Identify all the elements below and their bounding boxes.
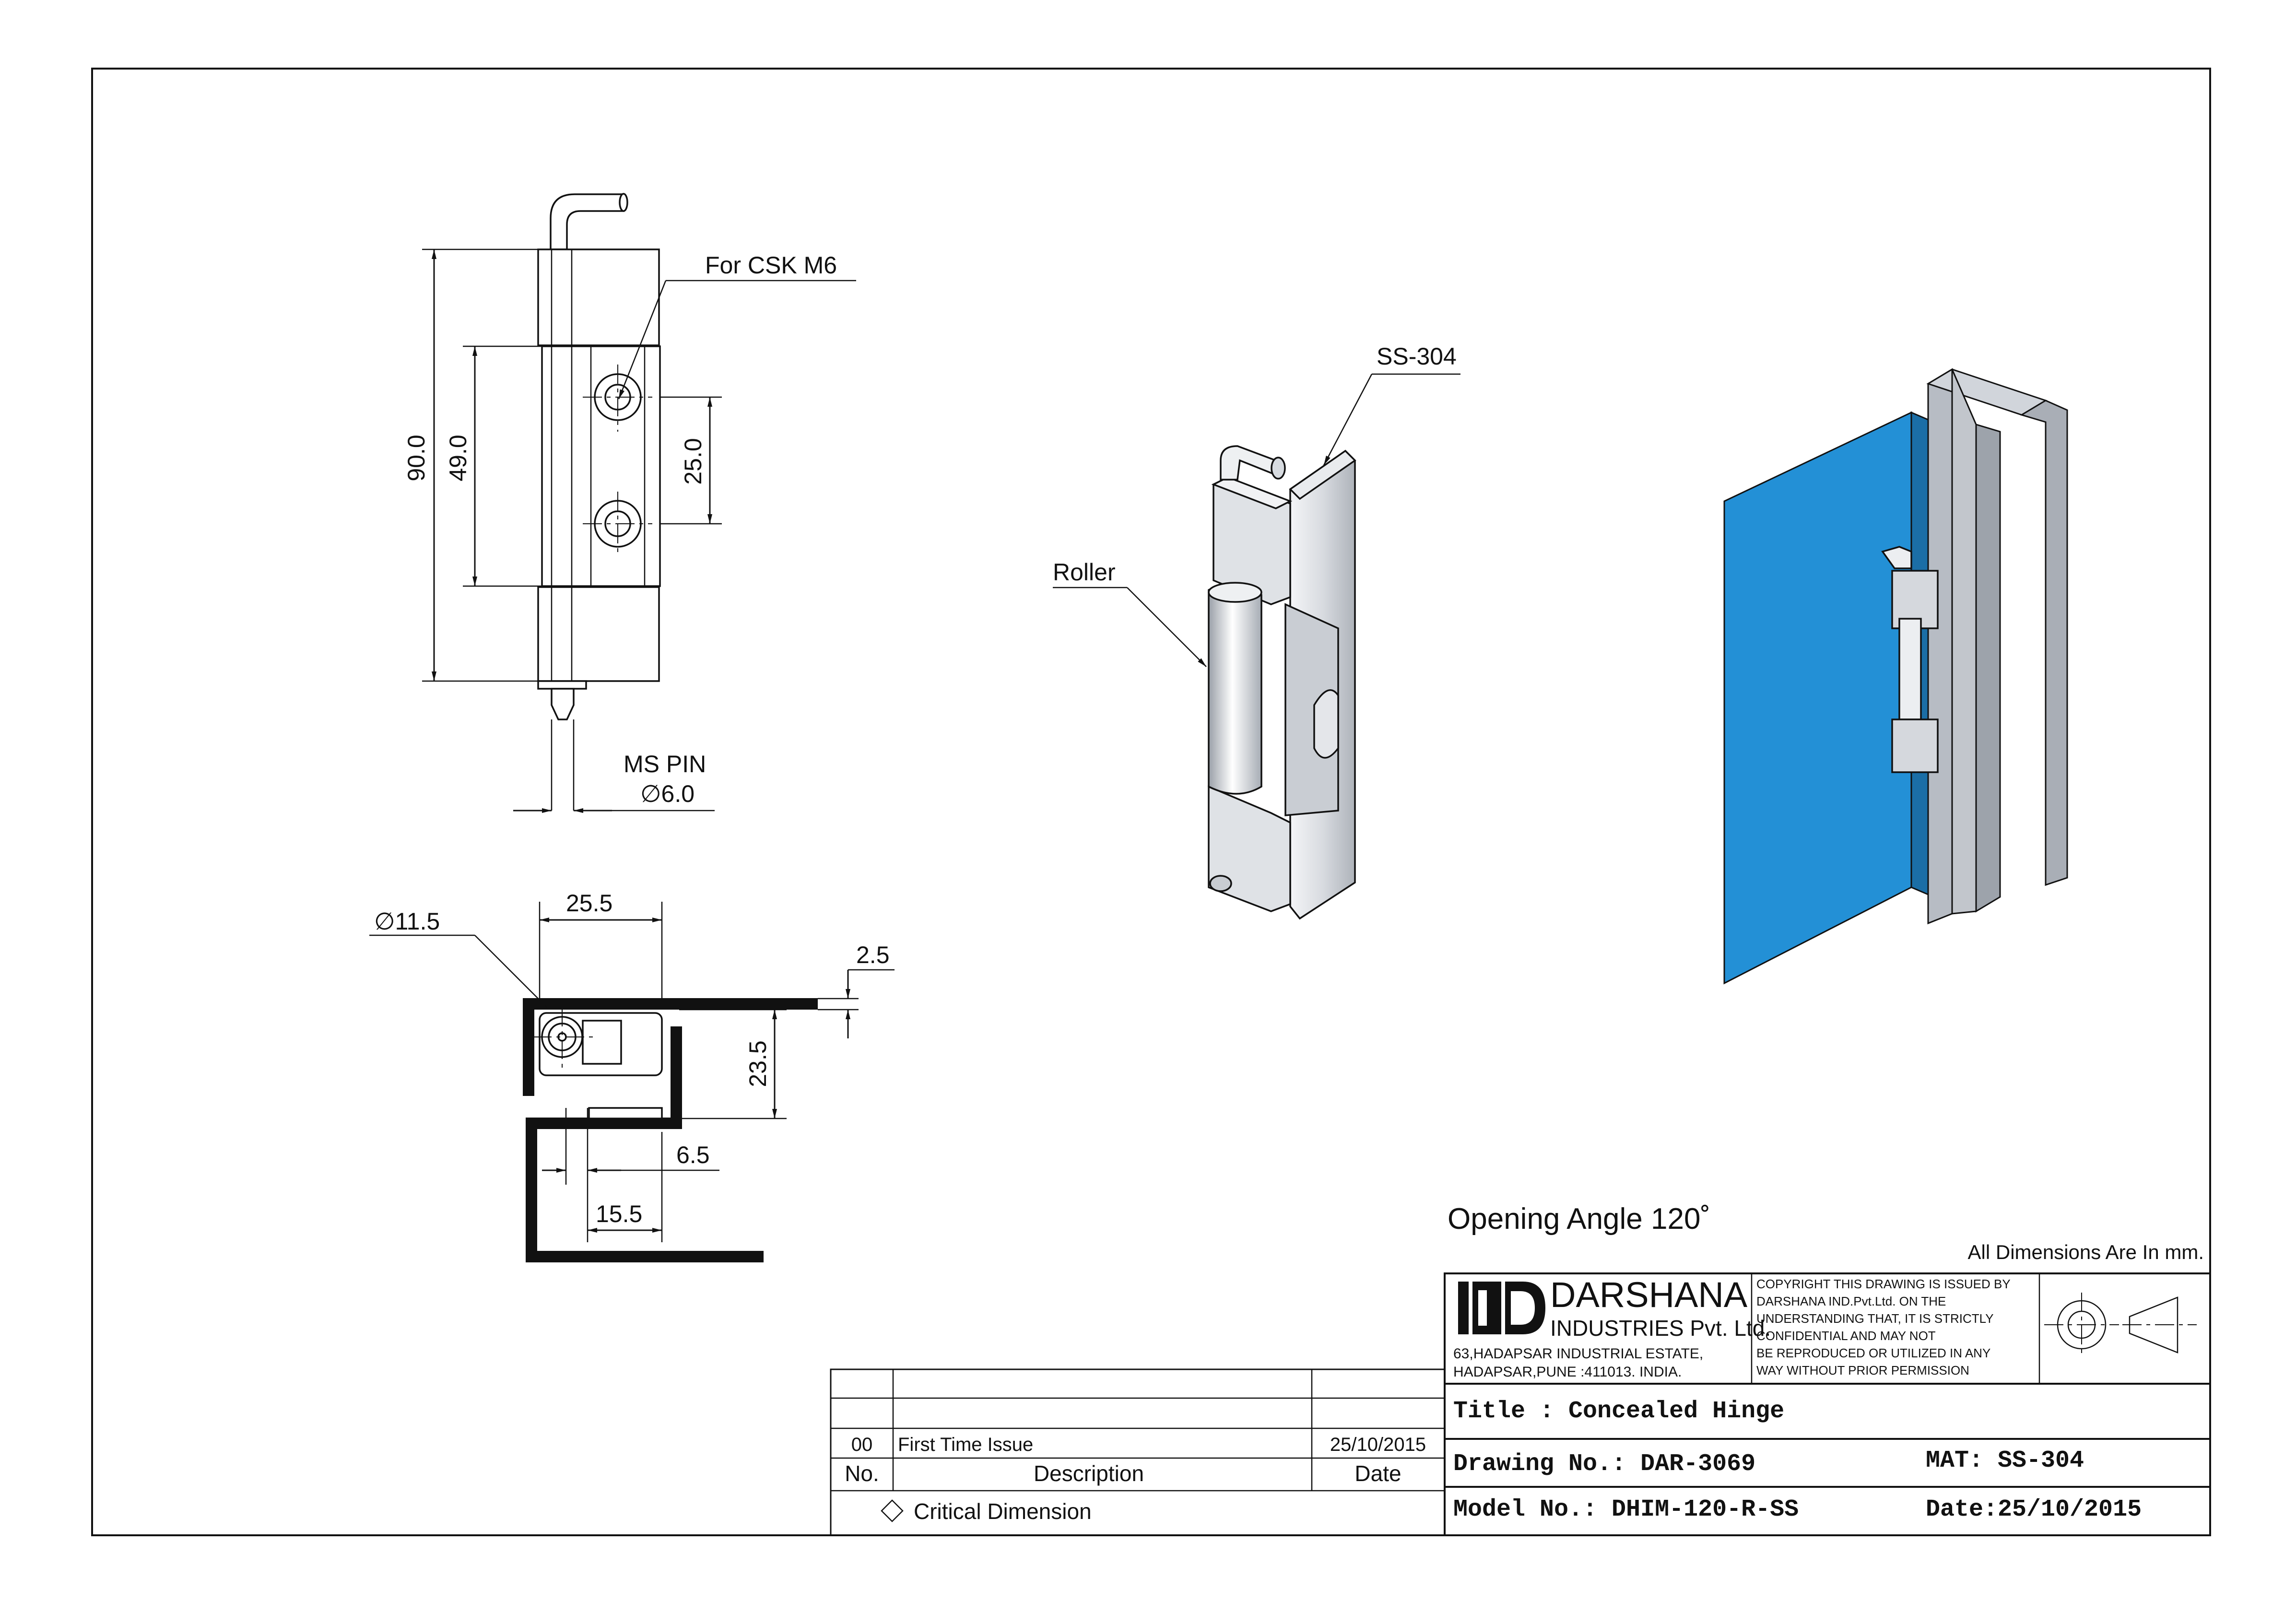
dim-15-5: 15.5 [596, 1201, 642, 1227]
revision-table [830, 1368, 1446, 1536]
revision-date-00: 25/10/2015 [1330, 1434, 1426, 1455]
revision-no-00: 00 [851, 1434, 873, 1455]
dim-25: 25.0 [680, 438, 706, 484]
dim-6-5: 6.5 [676, 1142, 710, 1168]
company-name: DARSHANA [1550, 1275, 1748, 1315]
csk-hole-upper [583, 365, 652, 432]
pin-bend [550, 193, 624, 250]
pin-tip [551, 688, 575, 720]
copyright-line-6: WAY WITHOUT PRIOR PERMISSION [1756, 1363, 1969, 1377]
assembly-view [1723, 368, 2068, 985]
critical-dimension-note: Critical Dimension [914, 1499, 1092, 1524]
drawing-number: Drawing No.: DAR-3069 [1453, 1450, 1755, 1478]
header-description: Description [1034, 1461, 1144, 1486]
front-view [422, 193, 856, 813]
third-angle-projection-icon [2044, 1293, 2197, 1357]
company-logo [1458, 1282, 1545, 1334]
glass-panel [1723, 411, 1912, 985]
copyright-line-2: DARSHANA IND.Pvt.Ltd. ON THE [1756, 1294, 1946, 1308]
copyright-line-1: COPYRIGHT THIS DRAWING IS ISSUED BY [1756, 1277, 2011, 1291]
drawing-date: Date:25/10/2015 [1926, 1496, 2142, 1523]
company-address-1: 63,HADAPSAR INDUSTRIAL ESTATE, [1453, 1346, 1703, 1362]
dim-23-5: 23.5 [744, 1040, 771, 1087]
top-knuckle [537, 248, 660, 346]
material-spec: MAT: SS-304 [1926, 1447, 2084, 1474]
material-callout: SS-304 [1377, 343, 1457, 370]
roller-callout: Roller [1053, 559, 1116, 586]
isometric-hinge-view [1053, 373, 1460, 920]
dim-25-5: 25.5 [566, 890, 612, 917]
revision-desc-00: First Time Issue [898, 1434, 1033, 1455]
title-block [1444, 1272, 2211, 1536]
csk-hole-lower [583, 492, 652, 556]
copyright-line-4: CONFIDENTIAL AND MAY NOT [1756, 1329, 1936, 1343]
header-date: Date [1354, 1461, 1401, 1486]
dim-90: 90.0 [403, 435, 430, 481]
roller [1208, 583, 1262, 795]
company-subname: INDUSTRIES Pvt. Ltd. [1550, 1316, 1771, 1341]
bottom-knuckle [537, 586, 660, 682]
frame-profile [523, 998, 818, 1096]
pin-diameter: ∅6.0 [640, 780, 695, 807]
dim-2-5: 2.5 [856, 942, 890, 968]
model-number: Model No.: DHIM-120-R-SS [1453, 1496, 1799, 1523]
frame-channel [1927, 368, 1953, 925]
dim-49: 49.0 [445, 435, 471, 481]
door-profile [526, 1026, 764, 1262]
pin-label: MS PIN [624, 751, 706, 777]
header-no: No. [845, 1461, 879, 1486]
copyright-line-3: UNDERSTANDING THAT, IT IS STRICTLY [1756, 1311, 1994, 1326]
dim-dia-11-5: ∅11.5 [374, 908, 440, 935]
company-address-2: HADAPSAR,PUNE :411013. INDIA. [1453, 1364, 1682, 1380]
critical-dimension-diamond-icon [881, 1499, 904, 1522]
section-view [369, 902, 895, 1262]
units-note: All Dimensions Are In mm. [1968, 1241, 2204, 1263]
opening-angle-note: Opening Angle 120˚ [1448, 1202, 1710, 1236]
drawing-title: Title : Concealed Hinge [1453, 1398, 1784, 1425]
copyright-line-5: BE REPRODUCED OR UTILIZED IN ANY [1756, 1346, 1990, 1360]
csk-callout-label: For CSK M6 [705, 252, 837, 279]
